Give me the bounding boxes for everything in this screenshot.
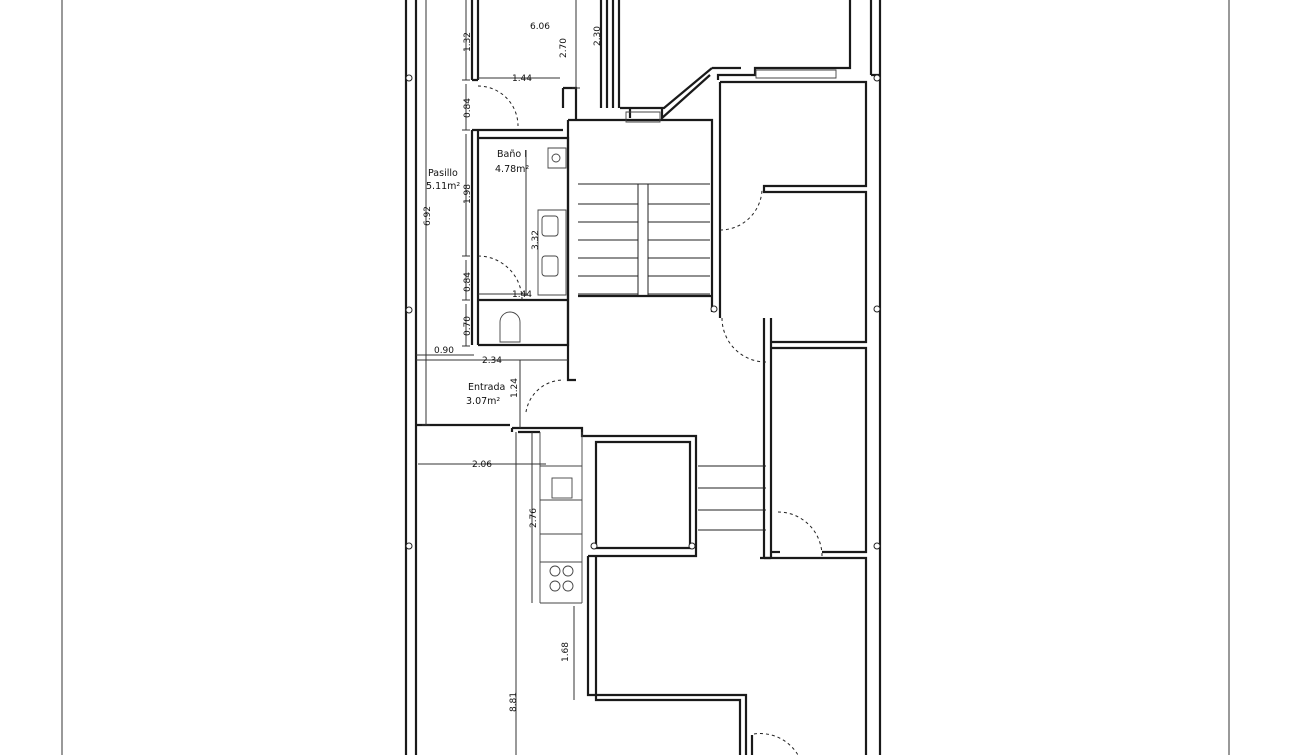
- dim-1-98: 1.98: [463, 184, 473, 204]
- dim-1-44-top: 1.44: [512, 74, 532, 84]
- room-area-bano: 4.78m²: [495, 164, 529, 175]
- room-name-pasillo: Pasillo: [428, 168, 458, 179]
- room-labels: 6.06 Pasillo 5.11m² Baño I 4.78m² Entrad…: [426, 22, 550, 407]
- fixtures: [499, 69, 837, 604]
- interior-walls: [470, 0, 868, 755]
- door-swings: [477, 85, 823, 755]
- room-name-entrada: Entrada: [468, 382, 505, 393]
- outer-walls: [404, 0, 882, 755]
- dim-0-90: 0.90: [434, 346, 454, 356]
- dim-3-32: 3.32: [531, 230, 541, 250]
- dim-2-70: 2.70: [559, 38, 569, 58]
- stair-treads: [578, 183, 766, 531]
- dim-1-24: 1.24: [510, 378, 520, 398]
- dim-1-44-bottom: 1.44: [512, 290, 532, 300]
- dimension-lines: [416, 0, 580, 755]
- room-name-bano: Baño I: [497, 149, 527, 160]
- room-area-entrada: 3.07m²: [466, 396, 500, 407]
- top-room-area: 6.06: [530, 22, 550, 32]
- dim-8-81: 8.81: [509, 692, 519, 712]
- dim-2-76: 2.76: [529, 508, 539, 528]
- sheet-frame: [61, 0, 1230, 755]
- grid-markers: [405, 74, 881, 550]
- dimension-labels: 1.32 2.70 2.30 1.44 0.84 1.98 6.92 3.32 …: [423, 26, 603, 712]
- dim-2-34: 2.34: [482, 356, 502, 366]
- room-area-pasillo: 5.11m²: [426, 181, 460, 192]
- dim-1-68: 1.68: [561, 642, 571, 662]
- dim-0-84-bottom: 0.84: [463, 272, 473, 292]
- dim-0-84-top: 0.84: [463, 98, 473, 118]
- dim-2-30: 2.30: [593, 26, 603, 46]
- dim-1-32: 1.32: [463, 32, 473, 52]
- dim-2-06: 2.06: [472, 460, 492, 470]
- dim-6-92: 6.92: [423, 206, 433, 226]
- dim-0-70: 0.70: [463, 316, 473, 336]
